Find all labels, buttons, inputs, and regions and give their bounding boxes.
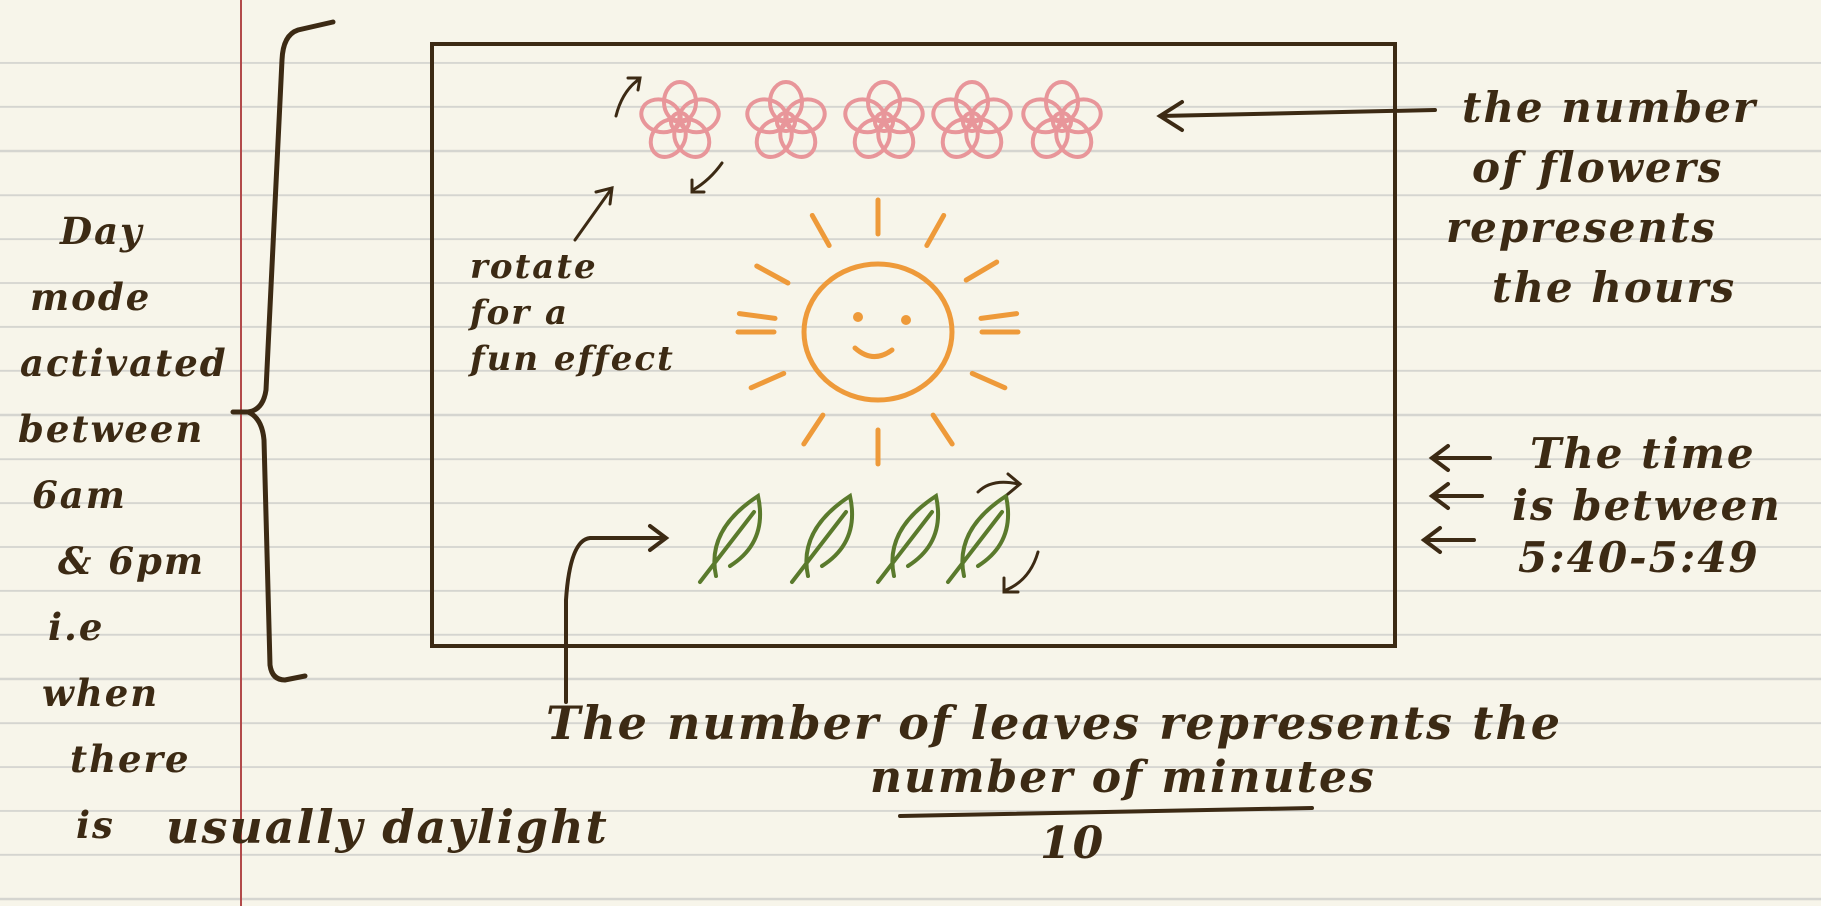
flower-icon	[639, 80, 721, 159]
day-mode-line-5: 6am	[32, 473, 127, 517]
sun-ray	[963, 259, 1000, 283]
day-mode-line-8: when	[42, 671, 160, 715]
rotate-note-line-1: rotate	[470, 247, 598, 287]
sun-ray	[978, 311, 1020, 321]
time-arrow-2	[1428, 482, 1484, 510]
leaves-note-arrow	[564, 524, 670, 704]
sun-ray	[748, 370, 787, 391]
sun-ray	[930, 412, 955, 447]
flower-icon	[843, 80, 925, 159]
fraction-denominator: 10	[1040, 818, 1106, 869]
time-arrow-3	[1420, 526, 1476, 554]
day-mode-line-6: & 6pm	[58, 539, 206, 583]
day-mode-line-3: activated	[20, 341, 228, 385]
flowers-note-line-1: the number	[1462, 83, 1758, 132]
sun-ray	[809, 212, 832, 248]
leaf-icon	[946, 492, 1011, 584]
time-arrow-1	[1428, 444, 1492, 472]
flower-icon	[931, 80, 1013, 159]
time-note: The time is between 5:40-5:49	[1512, 428, 1782, 584]
rotate-arrow-top-icon	[614, 76, 642, 118]
rotate-note-line-2: for a	[470, 293, 570, 333]
leaves-row	[698, 492, 1011, 584]
leaf-rotate-arrow-top-icon	[976, 472, 1023, 496]
time-note-line-2: is between	[1512, 481, 1782, 530]
flower-icon	[1021, 80, 1103, 159]
rotate-pointer-arrow-icon	[573, 186, 614, 242]
sun-icon	[735, 197, 1021, 467]
sun-ray	[754, 263, 791, 286]
leaf-icon	[790, 492, 855, 584]
rotate-arrow-bottom-icon	[690, 161, 724, 194]
flowers-note-line-2: of flowers	[1472, 143, 1724, 192]
flowers-note-line-4: the hours	[1492, 263, 1737, 312]
day-mode-line-2: mode	[30, 275, 152, 319]
day-mode-line-1: Day	[60, 209, 144, 253]
day-mode-line-10: is	[76, 803, 115, 847]
flowers-note-arrow	[1156, 100, 1437, 132]
fraction-numerator: number of minutes	[870, 752, 1376, 803]
leaf-rotate-arrow-bottom-icon	[1002, 550, 1040, 594]
flowers-note: the number of flowers represents the hou…	[1446, 78, 1757, 318]
flowers-note-line-3: represents	[1446, 203, 1718, 252]
fraction-line	[898, 806, 1314, 818]
left-bracket	[230, 19, 336, 683]
flower-icon	[745, 80, 827, 159]
leaf-icon	[698, 492, 763, 584]
flowers-row	[639, 80, 1103, 159]
day-mode-line-4: between	[18, 407, 205, 451]
leaves-note: The number of leaves represents the	[546, 696, 1563, 750]
time-note-line-1: The time	[1530, 429, 1756, 478]
day-mode-line-7: i.e	[48, 605, 105, 649]
sun-ray	[924, 212, 947, 248]
day-mode-note: Day mode activated between 6am & 6pm i.e…	[18, 198, 228, 858]
day-mode-note-trailing: usually daylight	[166, 800, 609, 854]
day-mode-line-9: there	[70, 737, 191, 781]
notebook-margin-line	[240, 0, 242, 906]
leaf-icon	[876, 492, 941, 584]
sun-ray	[801, 412, 826, 447]
sun-ray	[736, 311, 778, 321]
time-note-line-3: 5:40-5:49	[1518, 533, 1760, 582]
clock-frame	[430, 42, 1397, 648]
rotate-note-line-3: fun effect	[470, 339, 675, 379]
rotate-note: rotate for a fun effect	[470, 244, 675, 382]
sun-ray	[969, 370, 1008, 391]
